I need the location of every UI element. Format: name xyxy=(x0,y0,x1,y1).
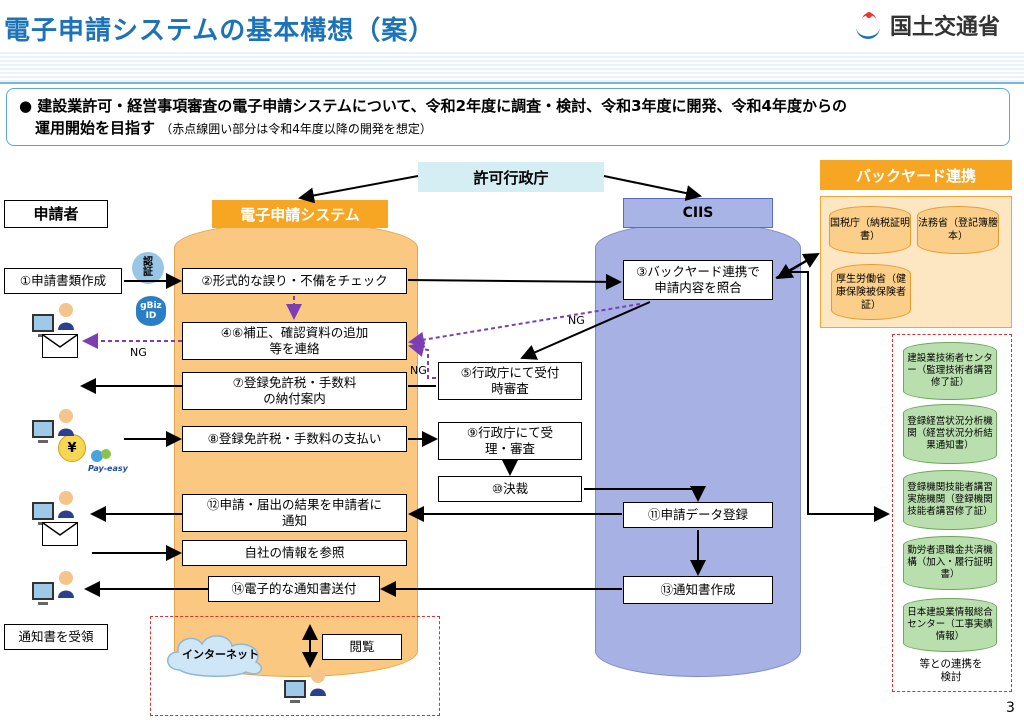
step-9-label: ⑨行政庁にて受理・審査 xyxy=(466,425,554,456)
receive-box: 通知書を受領 xyxy=(4,624,108,650)
mail-icon-2 xyxy=(42,522,78,546)
receive-label: 通知書を受領 xyxy=(18,629,94,644)
page-title: 電子申請システムの基本構想（案） xyxy=(4,16,436,46)
internet-cloud: インターネット xyxy=(160,628,272,678)
applicant-person-1 xyxy=(30,300,82,346)
step-5-label: ⑤行政庁にて受付時審査 xyxy=(460,365,560,396)
applicant-label: 申請者 xyxy=(33,205,79,223)
browse-label: 閲覧 xyxy=(349,639,375,654)
green-item-retire: 勤労者退職金共済機構（加入・履行証明書） xyxy=(903,536,997,590)
green-future-area xyxy=(892,334,1012,692)
person-with-pc-icon xyxy=(32,303,74,337)
applicant-person-2 xyxy=(30,406,82,452)
internet-label: インターネット xyxy=(182,648,259,661)
green-item-analysis: 登録経営状況分析機関（経営状況分析結果通知書） xyxy=(903,404,997,464)
person-with-pc-icon xyxy=(284,669,326,703)
step-2-box: ②形式的な誤り・不備をチェック xyxy=(182,268,407,294)
cloud-icon xyxy=(167,635,263,678)
summary-line-1: ● 建設業許可・経営事項審査の電子申請システムについて、令和2年度に調査・検討、… xyxy=(19,97,847,115)
payeasy-icon xyxy=(91,449,111,462)
step-10-box: ⑩決裁 xyxy=(438,476,582,502)
mail-icon-1 xyxy=(42,334,78,358)
authority-label: 許可行政庁 xyxy=(473,168,549,187)
person-with-pc-icon xyxy=(32,409,74,443)
system-label: 電子申請システム xyxy=(240,205,360,224)
summary-line-2-main: 運用開始を目指す xyxy=(35,119,156,137)
ng-label-top: NG xyxy=(568,314,585,327)
page-number: 3 xyxy=(1006,700,1015,716)
step-14-box: ⑭電子的な通知書送付 xyxy=(208,576,380,602)
applicant-person-3 xyxy=(30,488,82,534)
payeasy-badge: Pay-easy xyxy=(88,446,128,476)
step-7-box: ⑦登録免許税・手数料の納付案内 xyxy=(182,372,407,410)
backyard-item-justice: 法務省（登記簿謄本） xyxy=(917,206,999,254)
ciis-label: CIIS xyxy=(682,205,714,221)
step-8-label: ⑧登録免許税・手数料の支払い xyxy=(207,431,382,446)
green-item-engineer: 建設業技術者センター（監理技術者講習修了証） xyxy=(903,342,997,400)
step-2-label: ②形式的な誤り・不備をチェック xyxy=(201,273,388,288)
browsing-person xyxy=(282,666,334,712)
yen-coin: ¥ xyxy=(58,434,86,462)
green-note: 等との連携を検討 xyxy=(919,658,983,683)
backyard-item-labor: 厚生労働省（健康保険被保険者証） xyxy=(831,264,911,320)
browse-box: 閲覧 xyxy=(322,634,402,660)
step-5-box: ⑤行政庁にて受付時審査 xyxy=(438,362,582,400)
ng-label-mid: NG xyxy=(410,364,427,377)
auth-badge-label: 認証 xyxy=(143,257,153,278)
system-header: 電子申請システム xyxy=(212,200,388,228)
step-7-label: ⑦登録免許税・手数料の納付案内 xyxy=(232,375,357,406)
step-12-box: ⑫申請・届出の結果を申請者に通知 xyxy=(182,494,407,532)
authority-header: 許可行政庁 xyxy=(418,162,604,192)
step-8-box: ⑧登録免許税・手数料の支払い xyxy=(182,426,407,452)
ng-label-left: NG xyxy=(130,346,147,359)
backyard-item-tax: 国税庁（納税証明書） xyxy=(829,206,911,254)
internet-future-area xyxy=(150,616,440,716)
yen-icon: ¥ xyxy=(67,440,77,456)
applicant-header: 申請者 xyxy=(4,200,108,228)
step-3-label: ③バックヤード連携で申請内容を照合 xyxy=(636,264,760,295)
step-13-box: ⑬通知書作成 xyxy=(623,576,773,604)
payeasy-label: Pay-easy xyxy=(88,464,128,473)
step-46-box: ④⑥補正、確認資料の追加等を連絡 xyxy=(182,322,407,360)
person-with-pc-icon xyxy=(32,571,74,605)
summary-line-2: 運用開始を目指す （赤点線囲い部分は令和4年度以降の開発を想定） xyxy=(19,117,997,140)
title-stripe xyxy=(0,52,1024,84)
step-12-label: ⑫申請・届出の結果を申請者に通知 xyxy=(206,497,382,528)
applicant-person-4 xyxy=(30,568,82,614)
ref-label: 自社の情報を参照 xyxy=(244,545,345,560)
summary-note: （赤点線囲い部分は令和4年度以降の開発を想定） xyxy=(160,122,432,136)
step-3-box: ③バックヤード連携で申請内容を照合 xyxy=(623,260,773,300)
backyard-label: バックヤード連携 xyxy=(855,166,976,185)
ref-box: 自社の情報を参照 xyxy=(182,540,407,566)
person-with-pc-icon xyxy=(32,491,74,525)
ministry-name: 国土交通省 xyxy=(890,15,1001,40)
auth-badge: 認証 xyxy=(132,252,164,284)
ministry-emblem-icon xyxy=(854,11,882,39)
step-14-label: ⑭電子的な通知書送付 xyxy=(231,581,357,596)
gbiz-badge: gBiz ID xyxy=(136,296,166,326)
step-1-box: ①申請書類作成 xyxy=(4,268,122,294)
green-item-jacic: 日本建設業情報総合センター（工事実績情報） xyxy=(903,598,997,652)
backyard-header: バックヤード連携 xyxy=(820,160,1012,190)
gbiz-label: gBiz ID xyxy=(140,301,162,321)
step-9-box: ⑨行政庁にて受理・審査 xyxy=(438,422,582,460)
step-11-box: ⑪申請データ登録 xyxy=(623,502,773,528)
step-13-label: ⑬通知書作成 xyxy=(660,582,736,597)
step-46-label: ④⑥補正、確認資料の追加等を連絡 xyxy=(220,325,369,356)
green-item-skill: 登録機関技能者講習実施機関（登録機関技能者講習修了証） xyxy=(903,470,997,530)
summary-box: ● 建設業許可・経営事項審査の電子申請システムについて、令和2年度に調査・検討、… xyxy=(6,88,1010,146)
ministry-logo: 国土交通省 xyxy=(852,8,1000,42)
step-1-label: ①申請書類作成 xyxy=(19,273,107,288)
step-11-label: ⑪申請データ登録 xyxy=(647,507,748,522)
step-10-label: ⑩決裁 xyxy=(491,481,529,496)
